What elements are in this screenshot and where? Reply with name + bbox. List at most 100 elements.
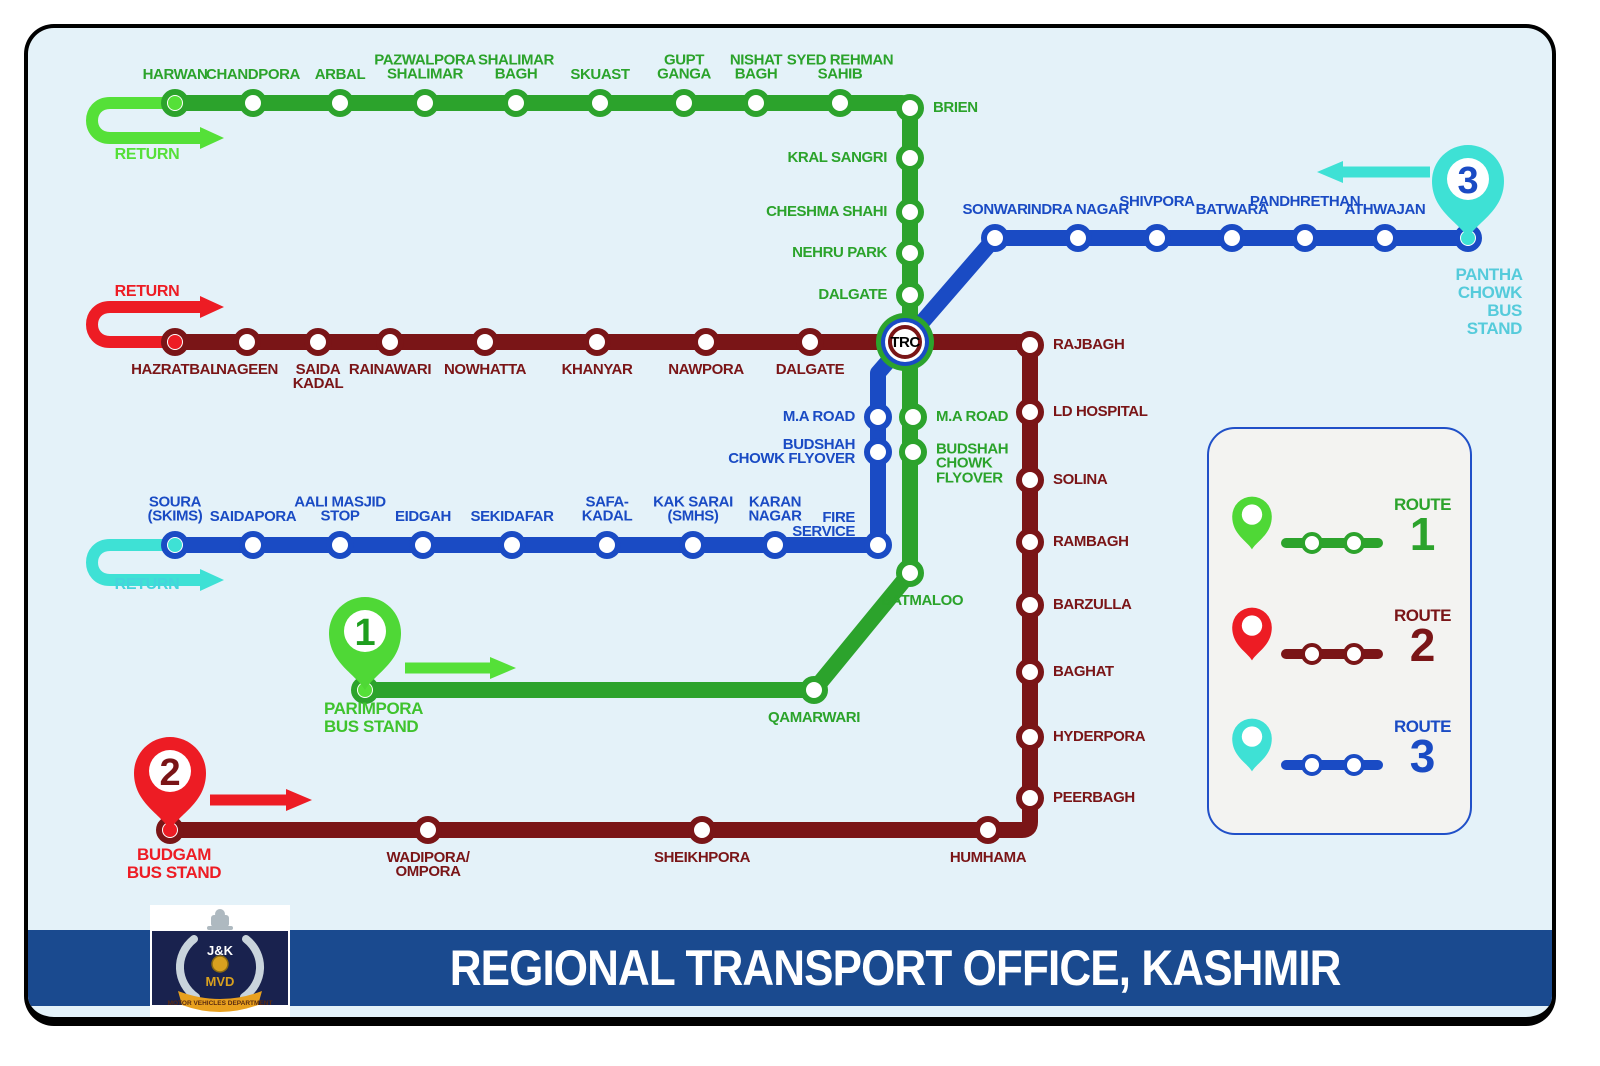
station-label-baghat: BAGHAT	[1053, 662, 1114, 680]
station-dot-batmaloo	[896, 559, 924, 587]
jk-mvd-logo: J&K MVD MOTOR VEHICLES DEPARTMENT	[150, 905, 290, 1017]
station-label-nehru-park: NEHRU PARK	[792, 243, 887, 261]
station-dot-wadipora-ompora	[414, 816, 442, 844]
station-label-soura-skims: SOURA (SKIMS)	[147, 493, 203, 525]
station-dot-dalgate	[896, 281, 924, 309]
station-dot-soura-skims	[161, 531, 189, 559]
legend-route-2-text: ROUTE 2	[1394, 605, 1452, 668]
station-dot-dalgate	[796, 328, 824, 356]
station-dot-m-a-road	[864, 403, 892, 431]
station-label-dalgate: DALGATE	[775, 361, 845, 378]
station-dot-rajbagh	[1016, 331, 1044, 359]
parimpora-bus-stand-label: PARIMPORA BUS STAND	[324, 699, 424, 736]
station-dot-arbal	[326, 89, 354, 117]
station-dot-budshah-chowk-flyover	[864, 438, 892, 466]
station-label-ld-hospital: LD HOSPITAL	[1053, 402, 1148, 420]
station-label-shivpora: SHIVPORA	[1119, 192, 1195, 210]
station-dot-cheshma-shahi	[896, 198, 924, 226]
station-label-m-a-road: M.A ROAD	[936, 407, 1009, 425]
station-dot-budshah-chowk-flyover	[899, 438, 927, 466]
terminus-core	[1461, 231, 1475, 245]
station-label-barzulla: BARZULLA	[1053, 595, 1132, 613]
station-dot-sheikhpora	[688, 816, 716, 844]
station-label-budshah-chowk-flyover: BUDSHAH CHOWK FLYOVER	[728, 435, 855, 467]
station-label-budshah-chowk-flyover: BUDSHAH CHOWK FLYOVER	[936, 440, 1009, 487]
pantha-chowk-bus-stand-label: PANTHA CHOWK BUS STAND	[1455, 265, 1523, 338]
station-dot-rainawari	[376, 328, 404, 356]
route-3-return-label: RETURN	[114, 576, 180, 593]
station-dot-nageen	[233, 328, 261, 356]
station-dot-fire-service	[864, 531, 892, 559]
station-dot-pazwalpora-shalimar	[411, 89, 439, 117]
station-label-nowhatta: NOWHATTA	[443, 361, 527, 378]
route-2-line-sample	[1281, 643, 1383, 665]
route-3-pin-icon	[1232, 718, 1272, 772]
station-dot-pandhrethan	[1291, 224, 1319, 252]
station-dot-saidapora	[239, 531, 267, 559]
station-dot-nishat-bagh	[742, 89, 770, 117]
station-label-aali-masjid-stop: AALI MASJID STOP	[294, 493, 386, 525]
station-dot-shalimar-bagh	[502, 89, 530, 117]
station-label-rainawari: RAINAWARI	[348, 361, 432, 378]
station-label-kak-sarai-smhs: KAK SARAI (SMHS)	[653, 493, 733, 525]
station-label-rajbagh: RAJBAGH	[1053, 335, 1125, 353]
station-label-eidgah: EIDGAH	[395, 507, 451, 525]
legend-route-2-word: ROUTE	[1394, 605, 1452, 625]
station-label-peerbagh: PEERBAGH	[1053, 788, 1135, 806]
station-label-kral-sangri: KRAL SANGRI	[787, 148, 888, 166]
station-dot-solina	[1016, 466, 1044, 494]
station-dot-qamarwari	[800, 676, 828, 704]
station-dot-humhama	[974, 816, 1002, 844]
station-label-pazwalpora-shalimar: PAZWALPORA SHALIMAR	[374, 51, 476, 83]
budgam-bus-stand-label: BUDGAM BUS STAND	[126, 845, 222, 882]
logo-jk-text: J&K	[207, 943, 234, 958]
station-label-khanyar: KHANYAR	[561, 361, 633, 378]
station-label-karan-nagar: KARAN NAGAR	[748, 493, 802, 525]
legend-route-1-number: 1	[1409, 507, 1436, 560]
station-dot-saida-kadal	[304, 328, 332, 356]
ashoka-crest-icon	[207, 909, 233, 930]
station-label-shalimar-bagh: SHALIMAR BAGH	[478, 51, 554, 83]
terminus-core	[168, 538, 182, 552]
terminus-core	[358, 683, 372, 697]
station-dot-terminus	[1454, 224, 1482, 252]
legend-route-1-text: ROUTE 1	[1394, 495, 1452, 560]
station-label-nawpora: NAWPORA	[668, 361, 744, 378]
station-label-sonwar: SONWAR	[962, 200, 1028, 218]
station-label-fire-service: FIRE SERVICE	[792, 508, 855, 540]
station-label-qamarwari: QAMARWARI	[768, 709, 860, 726]
station-dot-brien	[896, 94, 924, 122]
station-dot-hazratbal	[161, 328, 189, 356]
station-dot-rambagh	[1016, 528, 1044, 556]
station-label-indra-nagar: INDRA NAGAR	[1027, 200, 1129, 218]
station-dot-gupt-ganga	[670, 89, 698, 117]
station-dot-eidgah	[409, 531, 437, 559]
logo-ribbon-text: MOTOR VEHICLES DEPARTMENT	[168, 1000, 273, 1007]
station-dot-ld-hospital	[1016, 398, 1044, 426]
station-dot-sekidafar	[498, 531, 526, 559]
station-label-skuast: SKUAST	[570, 65, 630, 83]
station-dot-indra-nagar	[1064, 224, 1092, 252]
legend-row-route-1: ROUTE 1	[1219, 486, 1460, 560]
station-label-solina: SOLINA	[1053, 470, 1108, 488]
legend-row-route-3: ROUTE 3	[1219, 708, 1460, 779]
trc-ring-blue: TRC	[881, 318, 929, 366]
station-dot-batwara	[1218, 224, 1246, 252]
station-label-pandhrethan: PANDHRETHAN	[1249, 192, 1361, 210]
station-label-safa-kadal: SAFA- KADAL	[581, 493, 633, 525]
station-dot-karan-nagar	[761, 531, 789, 559]
station-dot-hyderpora	[1016, 723, 1044, 751]
station-label-humhama: HUMHAMA	[949, 849, 1027, 866]
station-dot-khanyar	[583, 328, 611, 356]
station-dot-harwan	[161, 89, 189, 117]
terminus-core	[163, 823, 177, 837]
station-dot-nawpora	[692, 328, 720, 356]
station-dot-m-a-road	[899, 403, 927, 431]
route-2-pin-icon	[1232, 607, 1272, 661]
station-dot-terminus	[156, 816, 184, 844]
station-dot-chandpora	[239, 89, 267, 117]
station-label-athwajan: ATHWAJAN	[1344, 200, 1426, 218]
station-dot-athwajan	[1371, 224, 1399, 252]
